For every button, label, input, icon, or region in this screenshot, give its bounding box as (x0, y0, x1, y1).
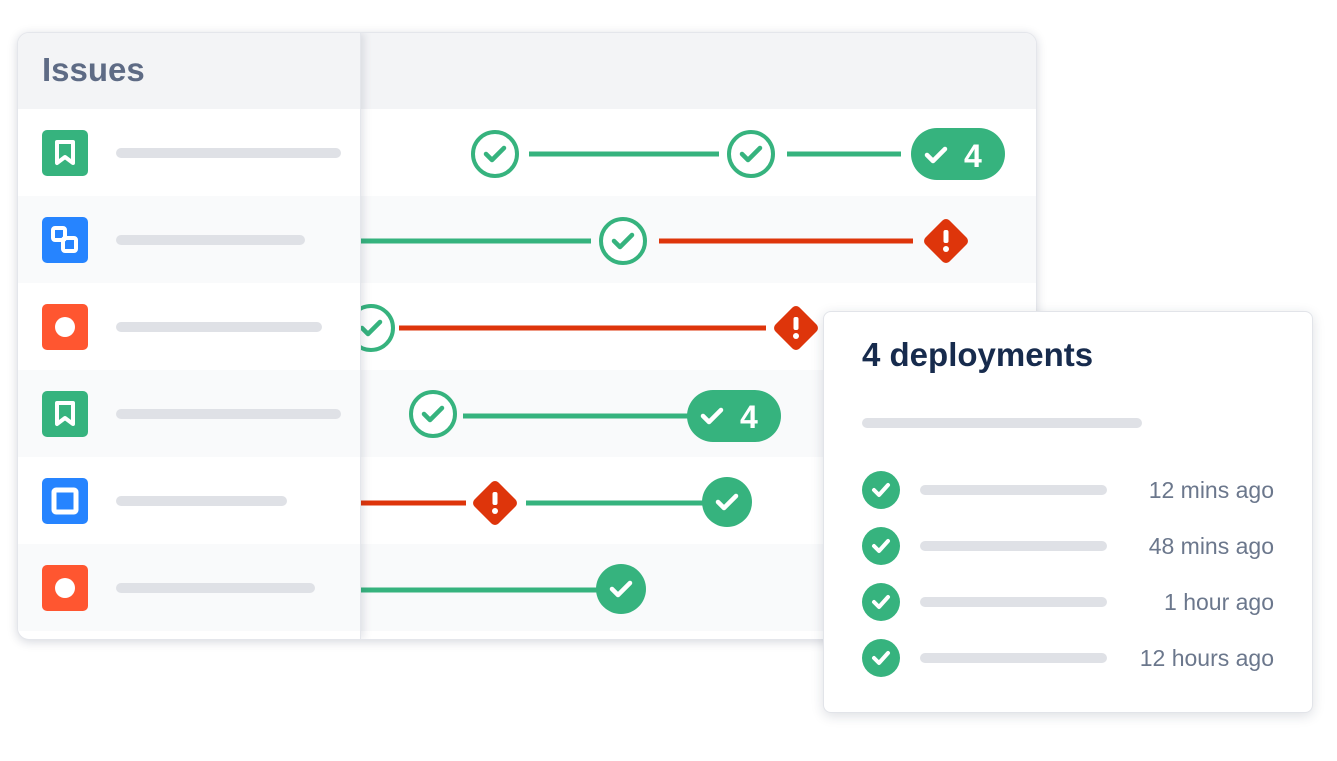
deployment-name-placeholder (920, 541, 1107, 551)
popover-subtitle-placeholder (862, 418, 1142, 428)
bug-icon (42, 303, 88, 350)
check-icon (924, 146, 948, 164)
warning-diamond-icon (771, 303, 821, 353)
deployment-time: 48 mins ago (1148, 532, 1274, 559)
issue-row-bug[interactable] (18, 283, 360, 370)
issue-row-story[interactable] (18, 370, 360, 457)
check-circle-icon (601, 219, 645, 263)
check-circle-filled-icon (862, 471, 900, 509)
subtask-icon (42, 216, 88, 263)
deployment-count-badge (911, 128, 1005, 180)
bug-icon (42, 564, 88, 611)
deployment-name-placeholder (920, 597, 1107, 607)
deployment-time: 12 hours ago (1139, 644, 1274, 671)
story-icon (42, 390, 88, 437)
check-circle-icon (729, 132, 773, 176)
issue-title-placeholder (116, 147, 341, 158)
issues-panel: Issues (18, 33, 361, 639)
issue-row-subtask[interactable] (18, 196, 360, 283)
badge-count: 4 (740, 399, 758, 435)
issue-row-task[interactable] (18, 457, 360, 544)
deployment-count-badge (687, 390, 781, 442)
issue-row-bug[interactable] (18, 544, 360, 631)
check-circle-filled-icon (862, 639, 900, 677)
badge-count: 4 (964, 138, 982, 174)
popover-title: 4 deployments (862, 336, 1094, 373)
issue-title-placeholder (116, 582, 315, 593)
deployment-item[interactable]: 48 mins ago (862, 518, 1274, 574)
deployment-item[interactable]: 1 hour ago (862, 574, 1274, 630)
deployment-name-placeholder (920, 485, 1107, 495)
deployment-item[interactable]: 12 hours ago (862, 630, 1274, 686)
issue-title-placeholder (116, 321, 322, 332)
check-circle-filled-icon (596, 564, 646, 614)
deployments-popover: 4 deployments 12 mins ago 48 mins ago 1 … (823, 311, 1313, 713)
deployment-time: 1 hour ago (1164, 588, 1274, 615)
story-icon (42, 129, 88, 176)
check-circle-filled-icon (862, 583, 900, 621)
check-icon (700, 407, 724, 425)
check-circle-filled-icon (862, 527, 900, 565)
warning-diamond-icon (921, 216, 971, 266)
check-circle-filled-icon (702, 477, 752, 527)
deployment-name-placeholder (920, 653, 1107, 663)
task-icon (42, 477, 88, 524)
check-circle-icon (473, 132, 517, 176)
deployment-timeline: 4 4 (18, 128, 1005, 640)
issue-title-placeholder (116, 495, 287, 506)
check-circle-icon (411, 392, 455, 436)
issue-row-story[interactable] (18, 109, 360, 196)
issues-title: Issues (18, 33, 360, 109)
issue-title-placeholder (116, 408, 341, 419)
issue-title-placeholder (116, 234, 305, 245)
deployment-item[interactable]: 12 mins ago (862, 462, 1274, 518)
deployment-time: 12 mins ago (1148, 476, 1274, 503)
warning-diamond-icon (470, 478, 520, 528)
